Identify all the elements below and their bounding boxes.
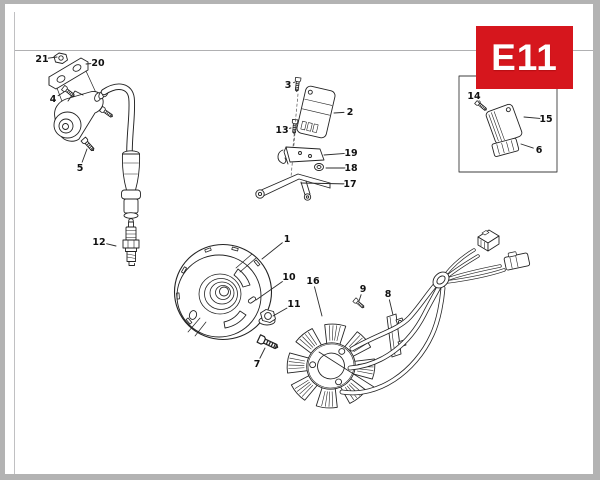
cdi-assembly <box>255 76 336 201</box>
screw-5b <box>80 136 97 154</box>
flywheel-rotor <box>173 243 273 341</box>
callout-16: 16 <box>306 276 320 287</box>
screw-5a <box>99 105 115 120</box>
callout-6: 6 <box>536 145 543 156</box>
cdi-unit <box>296 85 336 139</box>
coil-bracket <box>48 57 89 90</box>
callout-leader-15 <box>523 116 541 119</box>
flywheel-nut <box>258 309 276 326</box>
connector-6 <box>491 137 520 157</box>
callout-leader-13 <box>287 127 292 130</box>
callout-14: 14 <box>467 91 481 102</box>
stator-leader-line <box>318 351 375 388</box>
header-divider <box>14 50 593 51</box>
callout-leader-2 <box>333 111 345 114</box>
callout-leader-14 <box>477 100 481 105</box>
callout-leader-11 <box>272 306 290 317</box>
callout-4: 4 <box>50 94 57 105</box>
callout-leader-4 <box>57 91 65 97</box>
bolt-7 <box>256 334 281 352</box>
callout-leader-12 <box>104 242 117 247</box>
callout-leader-16 <box>314 286 323 317</box>
callout-12: 12 <box>92 237 105 248</box>
nut-21 <box>53 52 68 64</box>
ignition-coil <box>53 89 109 142</box>
callout-17: 17 <box>343 179 356 190</box>
callout-leader-8 <box>388 299 394 316</box>
cable-grommet <box>432 271 450 289</box>
grommet-18 <box>314 163 324 171</box>
callout-15: 15 <box>539 114 552 125</box>
callout-3: 3 <box>285 80 292 91</box>
callout-21: 21 <box>35 54 48 65</box>
left-margin-rule <box>14 12 15 474</box>
callout-leader-1 <box>261 242 283 260</box>
callout-20: 20 <box>91 58 105 69</box>
callout-19: 19 <box>344 148 357 159</box>
callout-leader-9 <box>358 294 362 302</box>
callout-9: 9 <box>360 284 367 295</box>
callout-leader-20 <box>85 63 93 65</box>
callout-leader-7 <box>259 347 266 360</box>
callout-7: 7 <box>254 359 261 370</box>
ignition-coil-assembly <box>48 52 141 266</box>
callout-leader-19 <box>323 152 346 156</box>
spring-clip <box>277 149 287 164</box>
callout-11: 11 <box>287 299 300 310</box>
callout-leader-17 <box>300 182 345 185</box>
callout-leader-21 <box>47 56 58 59</box>
callout-5: 5 <box>77 163 84 174</box>
callout-2: 2 <box>347 107 354 118</box>
callout-leader-10 <box>255 279 285 301</box>
connector-a <box>477 229 500 252</box>
connector-b <box>503 251 531 271</box>
callout-13: 13 <box>275 125 288 136</box>
stator <box>285 322 377 410</box>
screw-3 <box>293 76 302 93</box>
ht-cable <box>100 83 136 156</box>
cdi-bracket-17 <box>255 173 331 201</box>
cdi-bracket-19 <box>277 146 325 165</box>
callout-18: 18 <box>344 163 358 174</box>
callout-8: 8 <box>385 289 392 300</box>
callout-leader-6 <box>520 143 534 149</box>
woodruff-key <box>247 296 257 304</box>
callout-leader-3 <box>293 81 296 84</box>
regulator-15 <box>485 103 523 145</box>
callout-1: 1 <box>284 234 291 245</box>
wiring-harness <box>339 229 531 396</box>
section-code-badge: E11 <box>476 26 573 89</box>
callout-leader-5 <box>81 148 88 163</box>
callout-10: 10 <box>282 272 296 283</box>
spark-plug-cap <box>121 150 141 219</box>
spark-plug <box>122 218 140 266</box>
inset-panel <box>458 75 558 173</box>
